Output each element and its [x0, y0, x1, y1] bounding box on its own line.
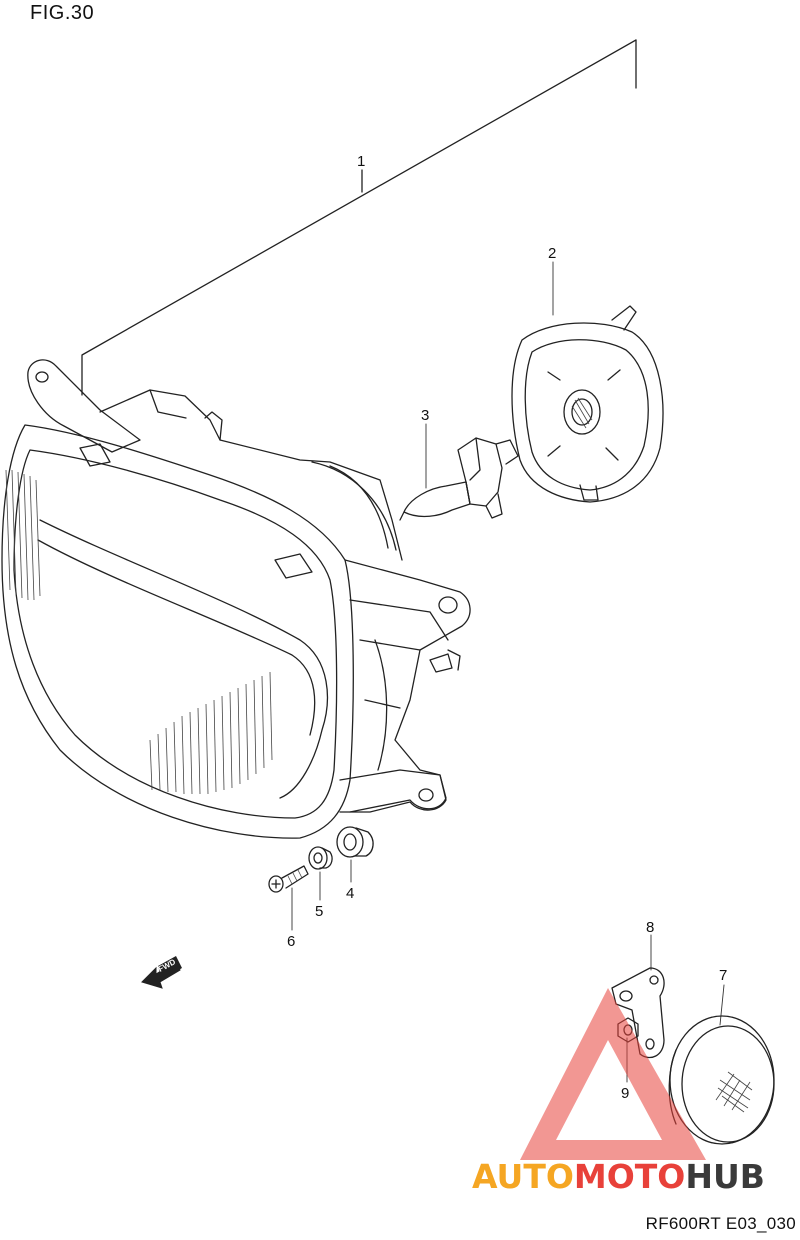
callout-3: 3 — [421, 407, 429, 424]
socket-cover — [511, 305, 664, 503]
callout-9: 9 — [621, 1085, 629, 1102]
screw — [268, 865, 309, 893]
figure-title: FIG.30 — [30, 2, 95, 24]
callout-5: 5 — [315, 903, 323, 920]
callout-6: 6 — [287, 933, 295, 950]
callout-4: 4 — [346, 885, 354, 902]
reference-code: RF600RT E03_030 — [645, 1214, 796, 1233]
headlight-bulb — [399, 437, 519, 521]
callout-numbers: 1 2 3 4 5 6 7 8 9 — [287, 153, 727, 1102]
callout-8: 8 — [646, 919, 654, 936]
watermark-hub: HUB — [685, 1157, 765, 1196]
callout-7: 7 — [719, 967, 727, 984]
watermark-moto: MOTO — [574, 1157, 685, 1196]
watermark-auto: AUTO — [472, 1157, 574, 1196]
callout-2: 2 — [548, 245, 556, 262]
leader-lines — [291, 261, 725, 1083]
automotohub-logo: AUTOMOTOHUB — [472, 988, 765, 1196]
grommet — [336, 826, 374, 858]
svg-text:AUTOMOTOHUB: AUTOMOTOHUB — [472, 1157, 765, 1196]
headlight-assembly — [1, 359, 471, 839]
callout-1-leader — [81, 39, 637, 396]
collar — [308, 846, 333, 870]
fwd-arrow-icon: FWD — [141, 956, 182, 989]
callout-1: 1 — [357, 153, 365, 170]
